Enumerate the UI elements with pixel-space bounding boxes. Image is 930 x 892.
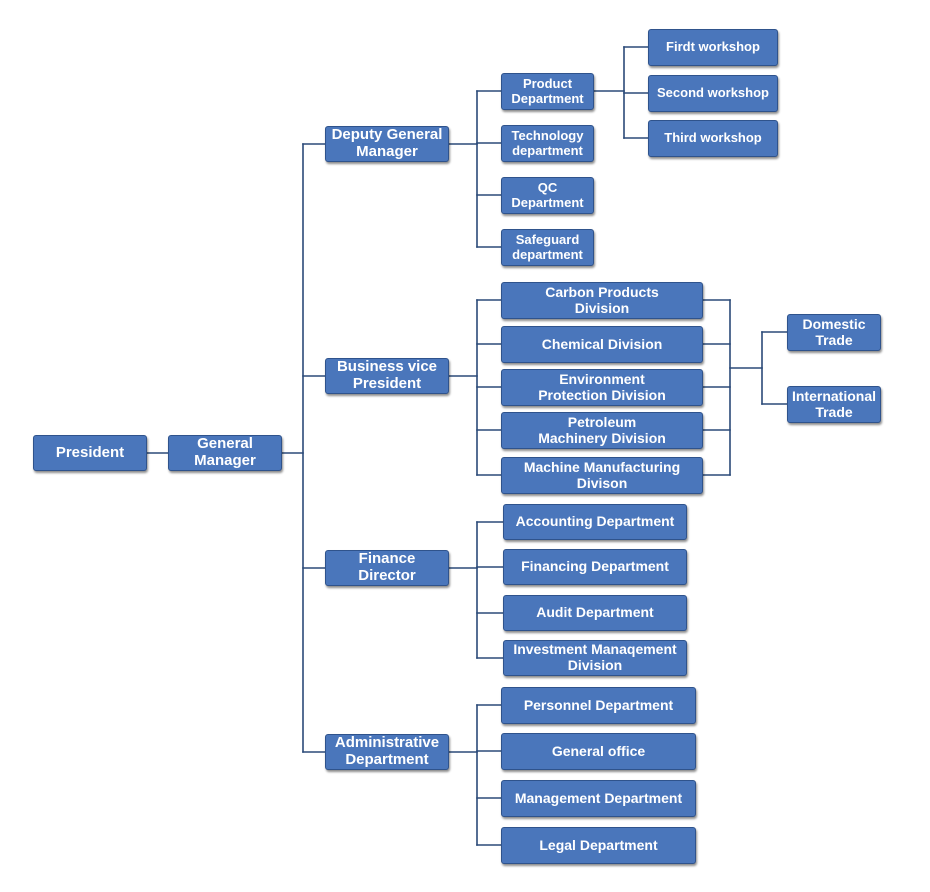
node-environment-protection-division: Environment Protection Division <box>501 369 703 406</box>
node-accounting-department: Accounting Department <box>503 504 687 540</box>
node-petroleum-machinery-division: Petroleum Machinery Division <box>501 412 703 449</box>
node-international-trade: International Trade <box>787 386 881 423</box>
node-management-department: Management Department <box>501 780 696 817</box>
node-business-vice-president: Business vice President <box>325 358 449 394</box>
node-domestic-trade: Domestic Trade <box>787 314 881 351</box>
node-machine-manufacturing-division: Machine Manufacturing Divison <box>501 457 703 494</box>
node-president: President <box>33 435 147 471</box>
node-carbon-products-division: Carbon Products Division <box>501 282 703 319</box>
node-second-workshop: Second workshop <box>648 75 778 112</box>
node-technology-department: Technology department <box>501 125 594 162</box>
node-audit-department: Audit Department <box>503 595 687 631</box>
node-product-department: Product Department <box>501 73 594 110</box>
node-financing-department: Financing Department <box>503 549 687 585</box>
node-finance-director: Finance Director <box>325 550 449 586</box>
node-legal-department: Legal Department <box>501 827 696 864</box>
node-third-workshop: Third workshop <box>648 120 778 157</box>
node-administrative-department: Administrative Department <box>325 734 449 770</box>
node-safeguard-department: Safeguard department <box>501 229 594 266</box>
node-general-manager: General Manager <box>168 435 282 471</box>
node-qc-department: QC Department <box>501 177 594 214</box>
node-personnel-department: Personnel Department <box>501 687 696 724</box>
node-investment-management-division: Investment Manaqement Division <box>503 640 687 676</box>
node-first-workshop: Firdt workshop <box>648 29 778 66</box>
node-general-office: General office <box>501 733 696 770</box>
node-chemical-division: Chemical Division <box>501 326 703 363</box>
node-deputy-general-manager: Deputy General Manager <box>325 126 449 162</box>
